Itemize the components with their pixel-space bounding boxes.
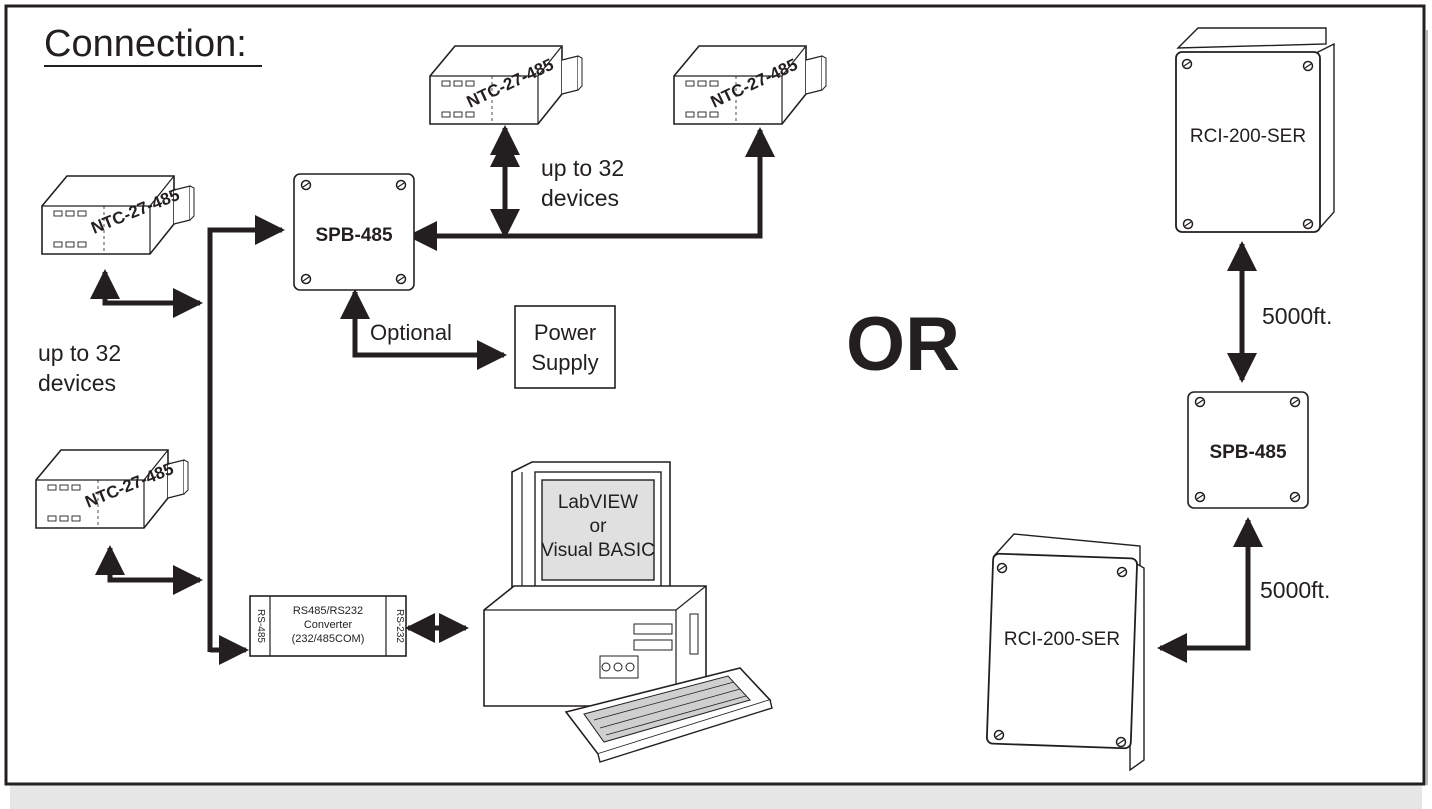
enclosure-label-bottom: RCI-200-SER — [1004, 629, 1120, 650]
arrow-icon — [1157, 517, 1263, 663]
screw-icon — [993, 729, 1005, 741]
enclosure-icon — [1175, 51, 1321, 233]
power-line1: Power — [534, 320, 596, 345]
arrow-icon — [95, 545, 203, 595]
screw-icon — [996, 562, 1008, 574]
screw-icon — [1182, 218, 1194, 230]
computer-icon: LabVIEW or Visual BASIC — [483, 461, 707, 707]
screw-icon — [1194, 396, 1206, 408]
rci-enclosure-bottom: RCI-200-SER — [985, 533, 1145, 772]
screw-icon — [395, 179, 407, 191]
screw-icon — [1181, 58, 1193, 70]
hub-label: SPB-485 — [315, 225, 393, 246]
rs485-rs232-converter: RS485/RS232 Converter (232/485COM) RS-48… — [249, 595, 407, 657]
screw-icon — [300, 273, 312, 285]
port-232-label: RS-232 — [394, 609, 405, 643]
top-count-line2: devices — [541, 185, 619, 211]
screen-line1: LabVIEW — [558, 492, 638, 513]
distance-top: 5000ft. — [1262, 303, 1332, 329]
screw-icon — [1289, 396, 1301, 408]
arrow-icon — [407, 127, 775, 251]
keyboard-icon — [564, 667, 773, 763]
screw-icon — [1115, 736, 1127, 748]
converter-line3: (232/485COM) — [292, 633, 365, 645]
spb-485-hub-right: SPB-485 — [1187, 391, 1309, 509]
converter-line2: Converter — [304, 619, 353, 631]
left-bus — [90, 125, 775, 665]
screw-icon — [1302, 60, 1314, 72]
power-supply-box: Power Supply — [514, 305, 616, 389]
screw-icon — [300, 179, 312, 191]
enclosure-icon — [985, 552, 1138, 750]
distance-bottom: 5000ft. — [1260, 577, 1330, 603]
ntc-device-left-top: NTC-27-485 — [41, 175, 195, 255]
arrow-icon — [207, 215, 285, 303]
port-485-label: RS-485 — [255, 609, 266, 643]
arrow-icon — [90, 269, 203, 318]
panel-shadow — [10, 785, 1422, 809]
arrow-icon — [340, 289, 507, 370]
left-count-line1: up to 32 — [38, 340, 121, 366]
converter-line1: RS485/RS232 — [293, 605, 363, 617]
screw-icon — [1194, 491, 1206, 503]
or-label: OR — [846, 302, 960, 387]
screw-icon — [1289, 491, 1301, 503]
screw-icon — [395, 273, 407, 285]
right-links — [1157, 241, 1263, 663]
spb-485-hub-left: SPB-485 — [293, 173, 415, 291]
top-count-line1: up to 32 — [541, 155, 624, 181]
ntc-device-left-bottom: NTC-27-485 — [35, 449, 189, 529]
screw-icon — [1302, 218, 1314, 230]
power-line2: Supply — [531, 350, 598, 375]
screen-line2: or — [590, 516, 608, 537]
ntc-device-top-middle: NTC-27-485 — [429, 45, 583, 125]
screen-line3: Visual BASIC — [541, 540, 655, 561]
rci-enclosure-top: RCI-200-SER — [1175, 27, 1335, 233]
screw-icon — [1116, 566, 1128, 578]
ntc-device-top-right: NTC-27-485 — [673, 45, 827, 125]
hub-label: SPB-485 — [1209, 442, 1287, 463]
diagram-title: Connection: — [44, 23, 247, 65]
left-count-line2: devices — [38, 370, 116, 396]
enclosure-label-top: RCI-200-SER — [1190, 126, 1306, 147]
optional-label: Optional — [370, 320, 452, 345]
